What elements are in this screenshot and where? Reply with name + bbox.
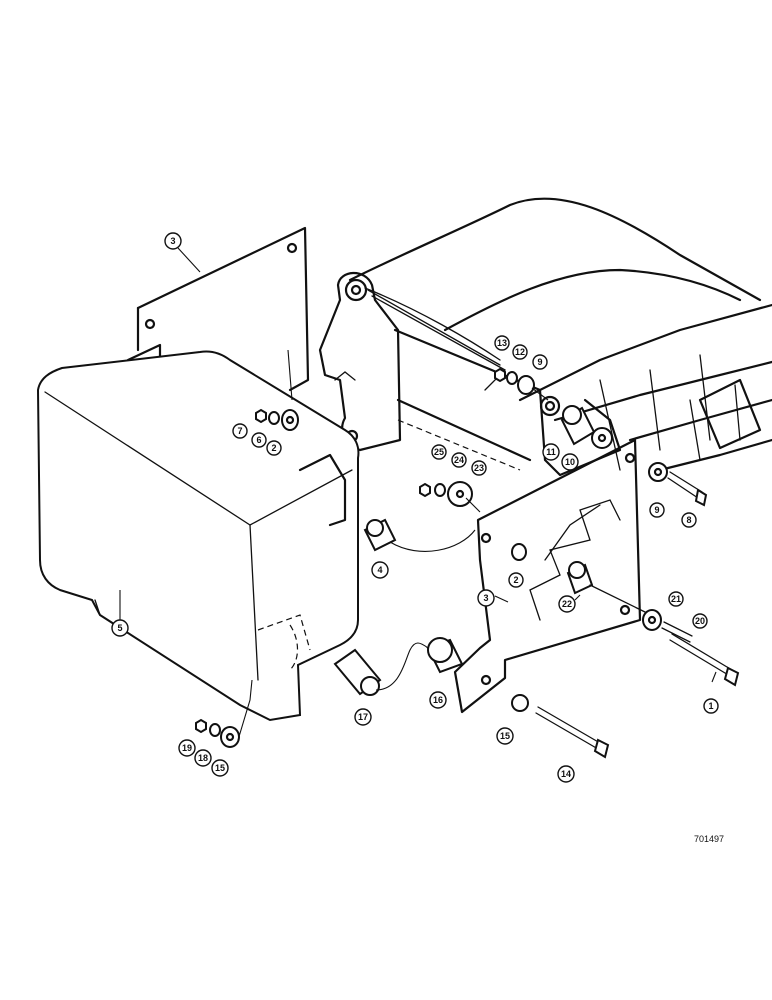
callout-10: 10 [561, 453, 579, 471]
svg-text:9: 9 [654, 505, 659, 515]
svg-text:15: 15 [500, 731, 510, 741]
svg-text:7: 7 [237, 426, 242, 436]
callout-11: 11 [542, 443, 560, 461]
callout-25: 25 [431, 444, 447, 460]
callout-18: 18 [194, 749, 212, 767]
callout-16: 16 [429, 691, 447, 709]
svg-text:22: 22 [562, 599, 572, 609]
callout-9b: 9 [649, 502, 665, 518]
svg-text:16: 16 [433, 695, 443, 705]
callout-9a: 9 [532, 354, 548, 370]
callout-24: 24 [451, 452, 467, 468]
callout-3a: 3 [164, 232, 182, 250]
callout-3b: 3 [477, 589, 495, 607]
svg-text:3: 3 [170, 236, 175, 246]
hardware [195, 367, 740, 759]
leader-lines [119, 247, 717, 741]
svg-text:18: 18 [198, 753, 208, 763]
callout-1: 1 [703, 698, 719, 714]
svg-text:23: 23 [474, 463, 484, 473]
callout-17: 17 [354, 708, 372, 726]
svg-text:21: 21 [671, 594, 681, 604]
callout-14: 14 [557, 765, 575, 783]
svg-text:14: 14 [561, 769, 571, 779]
svg-text:15: 15 [215, 763, 225, 773]
svg-text:12: 12 [515, 347, 525, 357]
callout-22: 22 [558, 595, 576, 613]
drawing-number: 701497 [694, 834, 725, 844]
callout-23: 23 [471, 460, 487, 476]
callout-2b: 2 [508, 572, 524, 588]
svg-text:6: 6 [256, 435, 261, 445]
svg-text:17: 17 [358, 712, 368, 722]
callout-12: 12 [512, 344, 528, 360]
svg-text:20: 20 [695, 616, 705, 626]
svg-text:24: 24 [454, 455, 464, 465]
loader-frame [318, 197, 772, 477]
callout-4: 4 [371, 561, 389, 579]
svg-text:19: 19 [182, 743, 192, 753]
svg-text:2: 2 [271, 443, 276, 453]
svg-text:11: 11 [546, 447, 556, 457]
right-mounting-plate [453, 438, 642, 714]
callout-2a: 2 [266, 440, 282, 456]
svg-text:10: 10 [565, 457, 575, 467]
svg-text:25: 25 [434, 447, 444, 457]
svg-text:1: 1 [708, 701, 713, 711]
svg-text:9: 9 [537, 357, 542, 367]
callout-6: 6 [251, 432, 267, 448]
callout-13: 13 [494, 335, 510, 351]
callout-20: 20 [692, 613, 708, 629]
svg-text:4: 4 [377, 565, 382, 575]
callout-5: 5 [111, 619, 129, 637]
svg-text:5: 5 [117, 623, 122, 633]
svg-text:3: 3 [483, 593, 488, 603]
svg-text:13: 13 [497, 338, 507, 348]
callout-19: 19 [178, 739, 196, 757]
counterweight-block [36, 350, 360, 722]
callout-15a: 15 [211, 759, 229, 777]
svg-text:8: 8 [686, 515, 691, 525]
callout-21: 21 [668, 591, 684, 607]
callout-7: 7 [232, 423, 248, 439]
callout-8: 8 [681, 512, 697, 528]
svg-text:2: 2 [513, 575, 518, 585]
callout-15b: 15 [496, 727, 514, 745]
